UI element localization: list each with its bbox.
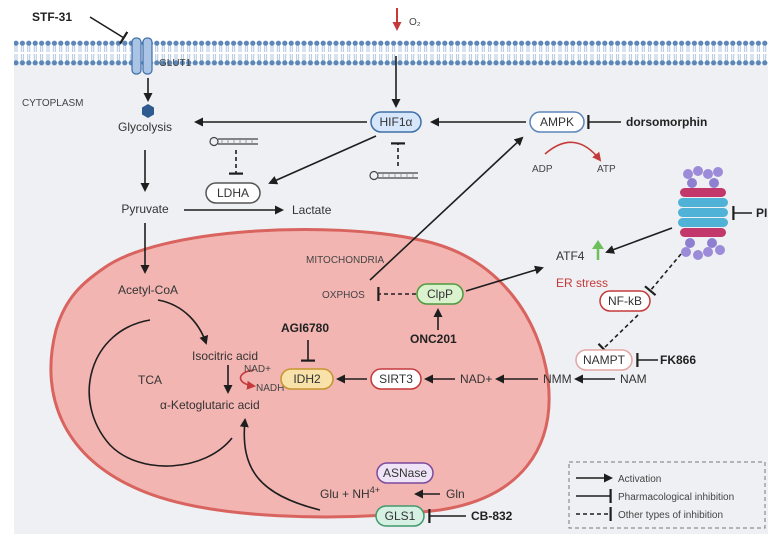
tca-label: TCA	[138, 373, 162, 387]
hif1a-node	[370, 111, 422, 133]
glut1-transporter	[131, 37, 153, 75]
onc201-label: ONC201	[410, 332, 457, 346]
sirna-ldha-icon	[209, 136, 258, 147]
gls1-node	[375, 505, 425, 527]
agi6780-label: AGI6780	[281, 321, 329, 335]
nampt-node	[575, 349, 633, 371]
glucose-icon	[142, 104, 154, 118]
lactate-label: Lactate	[292, 203, 332, 217]
ldha-node	[205, 182, 261, 204]
ampk-label: AMPK	[540, 115, 574, 129]
tca-cycle	[88, 319, 233, 467]
clpp-node	[416, 283, 464, 305]
cytoplasm-label: CYTOPLASM	[22, 98, 84, 109]
stf31-label: STF-31	[32, 10, 72, 24]
o2-label: O₂	[409, 17, 421, 28]
glu-nh4-label: Glu + NH4+	[320, 485, 380, 501]
nad-plus-label: NAD+	[460, 372, 492, 386]
oxphos-label: OXPHOS	[322, 290, 365, 301]
pyruvate-label: Pyruvate	[121, 202, 169, 216]
glut1-label: GLUT1	[159, 58, 192, 69]
pi-label: PI	[756, 206, 767, 220]
acetyl-coa-label: Acetyl-CoA	[118, 283, 178, 297]
cb832-label: CB-832	[471, 509, 513, 523]
nampt-label: NAMPT	[583, 353, 626, 367]
idh2-node	[280, 368, 334, 390]
atf4-label: ATF4	[556, 249, 585, 263]
legend: Activation Pharmacological inhibition Ot…	[568, 461, 766, 529]
clpp-label: ClpP	[427, 287, 453, 301]
atp-label: ATP	[597, 164, 616, 175]
gls1-label: GLS1	[385, 509, 416, 523]
nmm-label: NMM	[543, 372, 572, 386]
mitochondria-label: MITOCHONDRIA	[306, 255, 384, 266]
adp-label: ADP	[532, 164, 553, 175]
cell-membrane	[14, 40, 768, 66]
sirna-hif1a-icon	[369, 170, 418, 181]
hif1a-label: HIF1α	[380, 115, 413, 129]
legend-activation: Activation	[618, 474, 661, 485]
er-stress-label: ER stress	[556, 276, 608, 290]
ldha-label: LDHA	[217, 186, 249, 200]
sirt3-label: SIRT3	[379, 372, 413, 386]
proteasome-icon	[678, 166, 728, 260]
nam-label: NAM	[620, 372, 647, 386]
nfkb-node	[599, 290, 651, 312]
alpha-ketoglutaric-acid-label: α-Ketoglutaric acid	[160, 398, 260, 412]
gln-label: Gln	[446, 487, 465, 501]
stf31-inhibition	[89, 16, 129, 45]
glycolysis-label: Glycolysis	[118, 120, 172, 134]
legend-other-inhibition: Other types of inhibition	[618, 510, 723, 521]
sirt3-node	[370, 368, 422, 390]
nad-plus-cofactor-label: NAD+	[244, 364, 271, 375]
ampk-node	[529, 111, 585, 133]
legend-pharmacological-inhibition: Pharmacological inhibition	[618, 492, 734, 503]
adp-atp-arrow	[544, 141, 602, 162]
isocitric-acid-label: Isocitric acid	[192, 349, 258, 363]
up-arrow-icon	[592, 240, 604, 249]
asnase-label: ASNase	[383, 466, 427, 480]
nfkb-label: NF-kB	[608, 294, 642, 308]
dorsomorphin-label: dorsomorphin	[626, 115, 707, 129]
idh2-label: IDH2	[293, 372, 321, 386]
asnase-node	[376, 462, 434, 484]
fk866-label: FK866	[660, 353, 696, 367]
nadh-label: NADH	[256, 383, 284, 394]
